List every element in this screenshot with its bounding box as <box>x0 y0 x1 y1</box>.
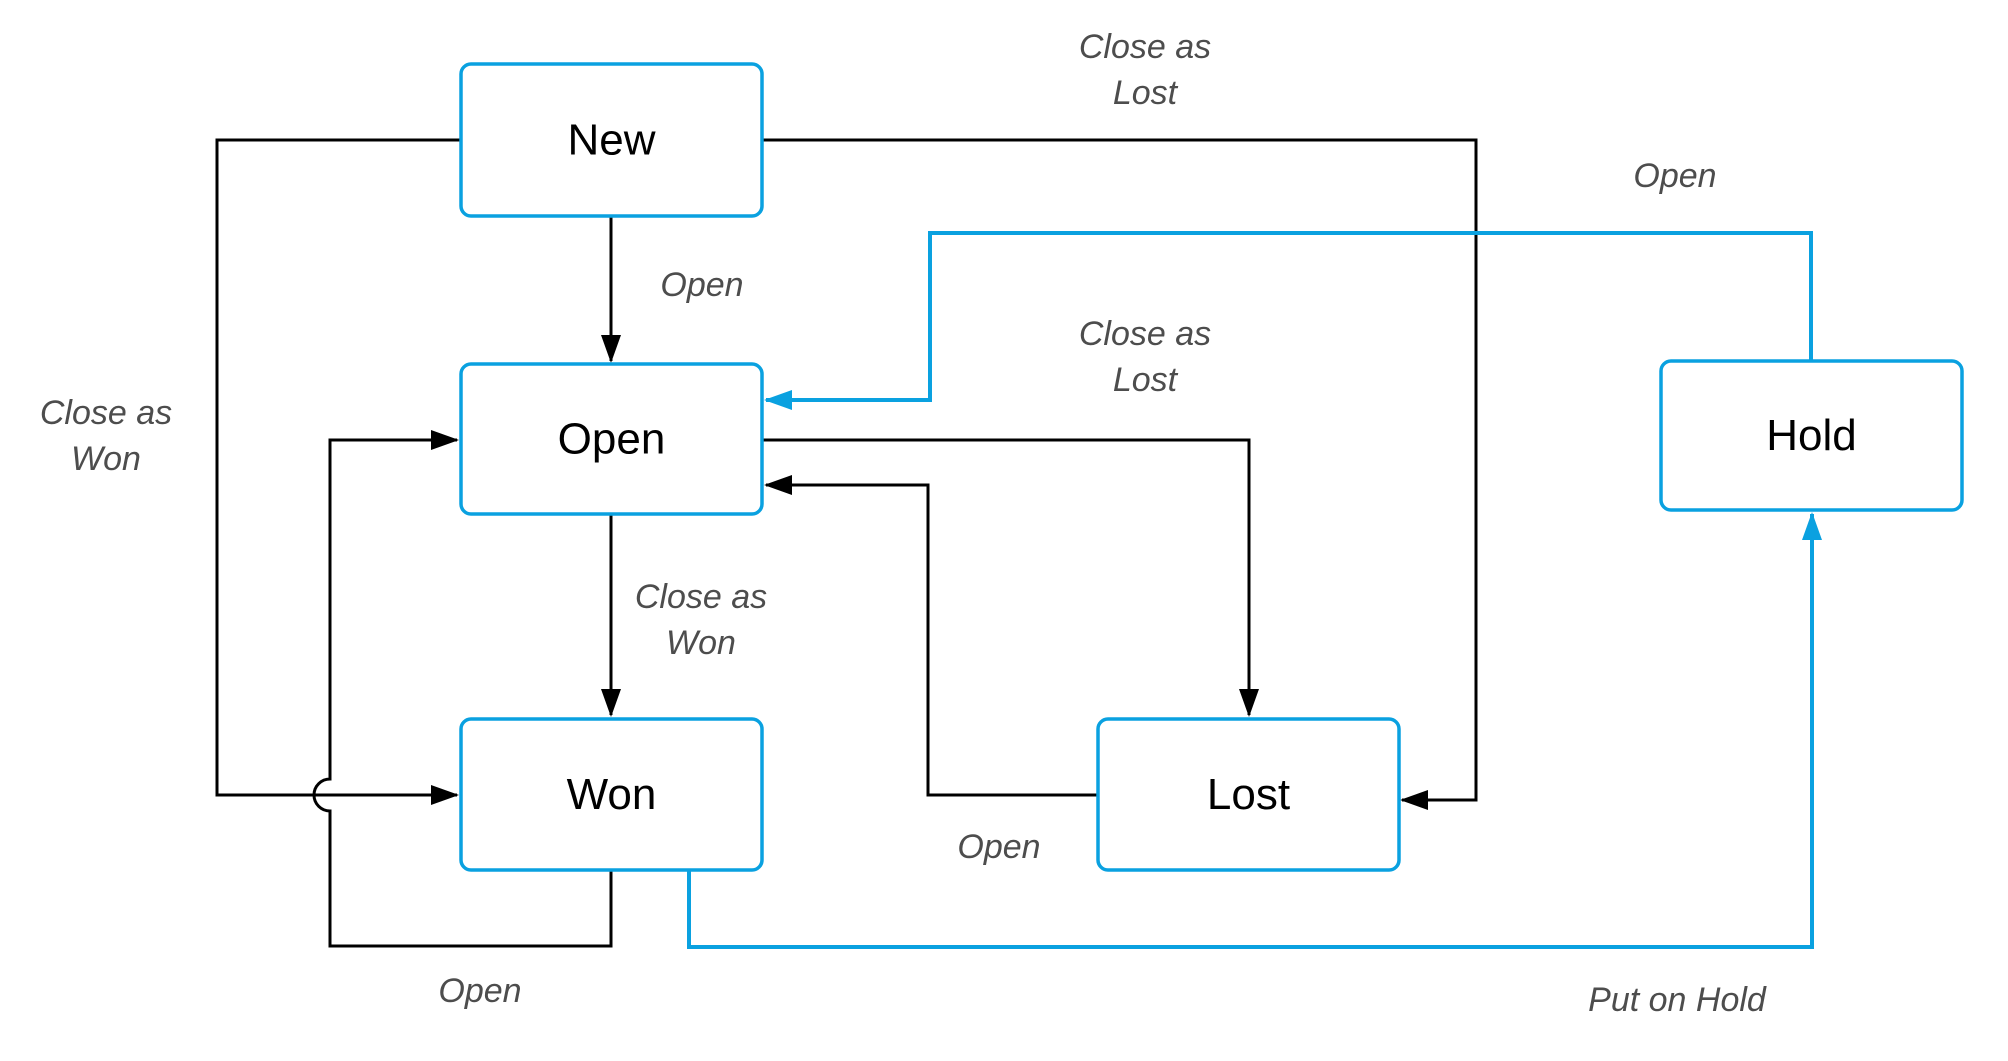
edge-label-new-to-won-line2: Won <box>71 440 141 478</box>
edge-label-new-to-won-line1: Close as <box>40 394 172 432</box>
edge-label-won-to-hold: Put on Hold <box>1588 981 1767 1019</box>
edge-open-to-lost <box>762 438 1259 717</box>
node-open: Open <box>459 362 764 516</box>
edge-label-new-to-open: Open <box>660 266 743 304</box>
node-won: Won <box>459 717 764 872</box>
node-new: New <box>459 62 764 218</box>
edge-label-new-to-lost-line1: Close as <box>1079 28 1211 66</box>
node-open-box <box>459 362 764 516</box>
node-won-label: Won <box>567 770 657 819</box>
edge-label-open-to-lost-line2: Lost <box>1113 361 1179 399</box>
edge-label-new-to-lost-line2: Lost <box>1113 74 1179 112</box>
node-new-label: New <box>567 116 655 165</box>
node-hold-box <box>1659 359 1964 512</box>
edge-label-open-to-won-line1: Close as <box>635 578 767 616</box>
edge-label-lost-to-open: Open <box>957 828 1040 866</box>
edge-hold-to-open <box>764 231 1813 410</box>
node-hold-label: Hold <box>1766 411 1857 460</box>
edge-new-to-lost <box>762 138 1478 810</box>
node-lost-label: Lost <box>1207 770 1290 819</box>
node-lost-box <box>1096 717 1401 872</box>
node-new-box <box>459 62 764 218</box>
node-won-box <box>459 717 764 872</box>
edge-label-won-to-open: Open <box>438 972 521 1010</box>
node-open-label: Open <box>558 415 666 464</box>
node-lost: Lost <box>1096 717 1401 872</box>
edge-label-open-to-lost-line1: Close as <box>1079 315 1211 353</box>
edge-lost-to-open <box>764 475 1098 797</box>
edge-label-hold-to-open: Open <box>1633 157 1716 195</box>
edge-label-open-to-won-line2: Won <box>666 624 736 662</box>
node-hold: Hold <box>1659 359 1964 512</box>
edge-won-to-open <box>312 430 613 948</box>
edge-new-to-won <box>215 138 461 805</box>
edge-won-to-hold <box>687 512 1822 949</box>
